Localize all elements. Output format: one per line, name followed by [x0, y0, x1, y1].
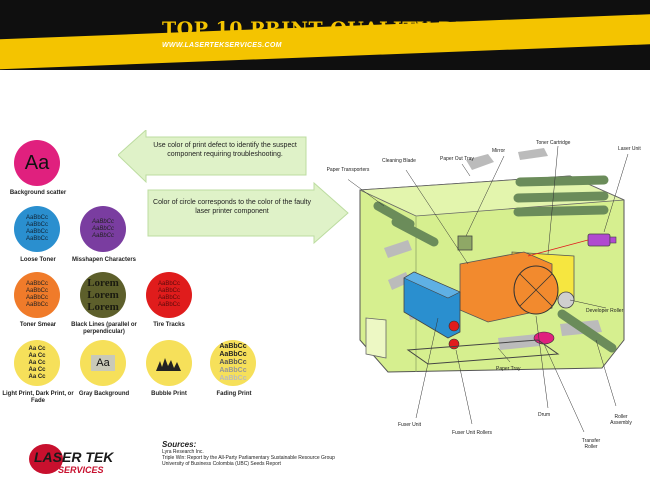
defect-sample: AaBbCc [157, 281, 180, 287]
fuser-unit-roller [448, 338, 460, 350]
fuser-unit-top [403, 271, 461, 299]
page-title: TOP 10 PRINT QUALITY DEFECTS [162, 18, 544, 40]
defect-sample-repeat: AaBbCc [91, 225, 114, 232]
developer-roller [557, 291, 575, 309]
paper-flow-arrow [384, 240, 412, 258]
defect-sample-repeat: AaBbCc [25, 302, 48, 308]
paper-flow-arrow [498, 334, 540, 350]
defect-sample-repeat: AaBbCc [91, 232, 114, 239]
paper-tray [406, 339, 560, 365]
defect-sample-repeat: AaBbCc [219, 351, 247, 358]
source-line: University of Business Colombia (UBC) Se… [162, 461, 281, 467]
defect-sample-repeat: Lorem [87, 289, 119, 301]
defect-sample: AaBbCc [219, 343, 247, 350]
defect-circle-background-scatter: Aa [14, 140, 60, 186]
defect-sample-repeat: AaBbCc [219, 359, 247, 366]
source-line: Triple Win: Report by the All-Party Parl… [162, 455, 335, 461]
defect-sample-repeat: AaBbCc [25, 222, 48, 228]
part-label-transfer-roller: Transfer Roller [581, 438, 601, 450]
callout-arrow-right [147, 181, 349, 245]
part-label-roller-assembly: Roller Assembly [610, 414, 632, 426]
defect-sample-repeat: Aa Cc [28, 373, 46, 380]
header-banner: TOP 10 PRINT QUALITY DEFECTS WWW.LASERTE… [0, 0, 650, 70]
defect-sample: AaBbCc [25, 281, 48, 287]
printer-diagram [348, 145, 629, 433]
part-label-fuser-unit: Fuser Unit [398, 422, 422, 428]
defect-sample-repeat: AaBbCc [157, 288, 180, 294]
paper-flow-arrow [388, 272, 410, 290]
paper-flow-arrow [466, 154, 494, 170]
defect-label: Bubble Print [151, 391, 187, 397]
paper-transporter-rollers [373, 175, 609, 247]
sources-heading: Sources: [162, 440, 197, 449]
part-label-toner-cartridge: Toner Cartridge [536, 140, 571, 146]
defect-label: Toner Smear [19, 322, 57, 328]
part-label-paper-tray: Paper Tray [496, 366, 521, 372]
defect-sample-repeat: Aa Cc [28, 366, 46, 373]
part-label-fuser-unit-rollers: Fuser Unit Rollers [452, 430, 493, 436]
defect-sample: AaBbCc [25, 215, 48, 221]
bubble-print-icon [156, 358, 181, 371]
defect-label: Gray Background [78, 391, 130, 397]
defect-sample-repeat: AaBbCc [25, 295, 48, 301]
fuser-unit-roller [448, 320, 460, 332]
defect-sample: Aa [24, 151, 50, 174]
defect-sample-repeat: AaBbCc [25, 236, 48, 242]
laser-tek-logo-mark: LASER TEK SERVICES [29, 444, 114, 475]
defect-sample-repeat: AaBbCc [219, 375, 247, 382]
defect-label: Fading Print [216, 391, 252, 397]
transfer-roller [533, 331, 555, 345]
defect-label: Background scatter [9, 190, 67, 196]
callout-arrows [118, 130, 349, 245]
defect-circle-bubble-print [146, 340, 192, 386]
defect-sample-repeat: AaBbCc [25, 229, 48, 235]
defect-sample-repeat: Aa Cc [28, 352, 46, 359]
laser-tek-logo: LASER TEK SERVICES [28, 442, 148, 481]
part-label-laser-unit: Laser Unit [618, 146, 641, 152]
defect-sample-repeat: Aa Cc [28, 359, 46, 366]
roller-assembly [557, 309, 617, 353]
instruction-text-2: Color of circle corresponds to the color… [153, 199, 311, 215]
defect-sample: Lorem [87, 277, 119, 289]
printer-side-panel [365, 317, 387, 359]
leader-lines [348, 145, 629, 433]
defect-sample: Aa [96, 357, 110, 369]
defect-sample: AaBbCc [91, 218, 114, 225]
paper-flow-arrow [518, 148, 548, 160]
defect-sample-repeat: AaBbCc [157, 302, 180, 308]
mirror [457, 235, 473, 251]
defect-sample: Aa Cc [28, 345, 46, 352]
logo-text-line1: LASER TEK [34, 449, 114, 465]
printer-top-face [359, 175, 625, 217]
part-label-drum: Drum [538, 412, 551, 418]
defect-sample-repeat: AaBbCc [157, 295, 180, 301]
defect-circle-gray-background: Aa [80, 340, 126, 386]
defect-label: Black Lines (parallel or perpendicular) [71, 322, 137, 335]
defect-sample-repeat: AaBbCc [25, 288, 48, 294]
part-label-paper-out-tray: Paper Out Tray [440, 156, 474, 162]
defect-label: Tire Tracks [153, 322, 185, 328]
website-url: WWW.LASERTEKSERVICES.COM [162, 42, 282, 49]
defect-label: Loose Toner [20, 257, 56, 263]
instruction-text-1: Use color of print defect to identify th… [153, 142, 297, 158]
defect-sample-repeat: Lorem [87, 301, 119, 313]
source-line: Lyra Research Inc. [162, 449, 204, 455]
part-label-mirror: Mirror [492, 148, 506, 154]
logo-text-line2: SERVICES [58, 465, 104, 475]
part-label-cleaning-blade: Cleaning Blade [382, 158, 416, 164]
defect-label: Misshapen Characters [71, 257, 137, 263]
sources-block: Sources: Lyra Research Inc. Triple Win: … [162, 440, 335, 467]
part-label-developer-roller: Developer Roller [586, 308, 624, 314]
defect-sample-repeat: AaBbCc [219, 367, 247, 374]
callout-arrow-left [118, 130, 307, 184]
defect-label: Light Print, Dark Print, or Fade [2, 391, 74, 404]
part-label-paper-transporters: Paper Transporters [326, 167, 370, 173]
